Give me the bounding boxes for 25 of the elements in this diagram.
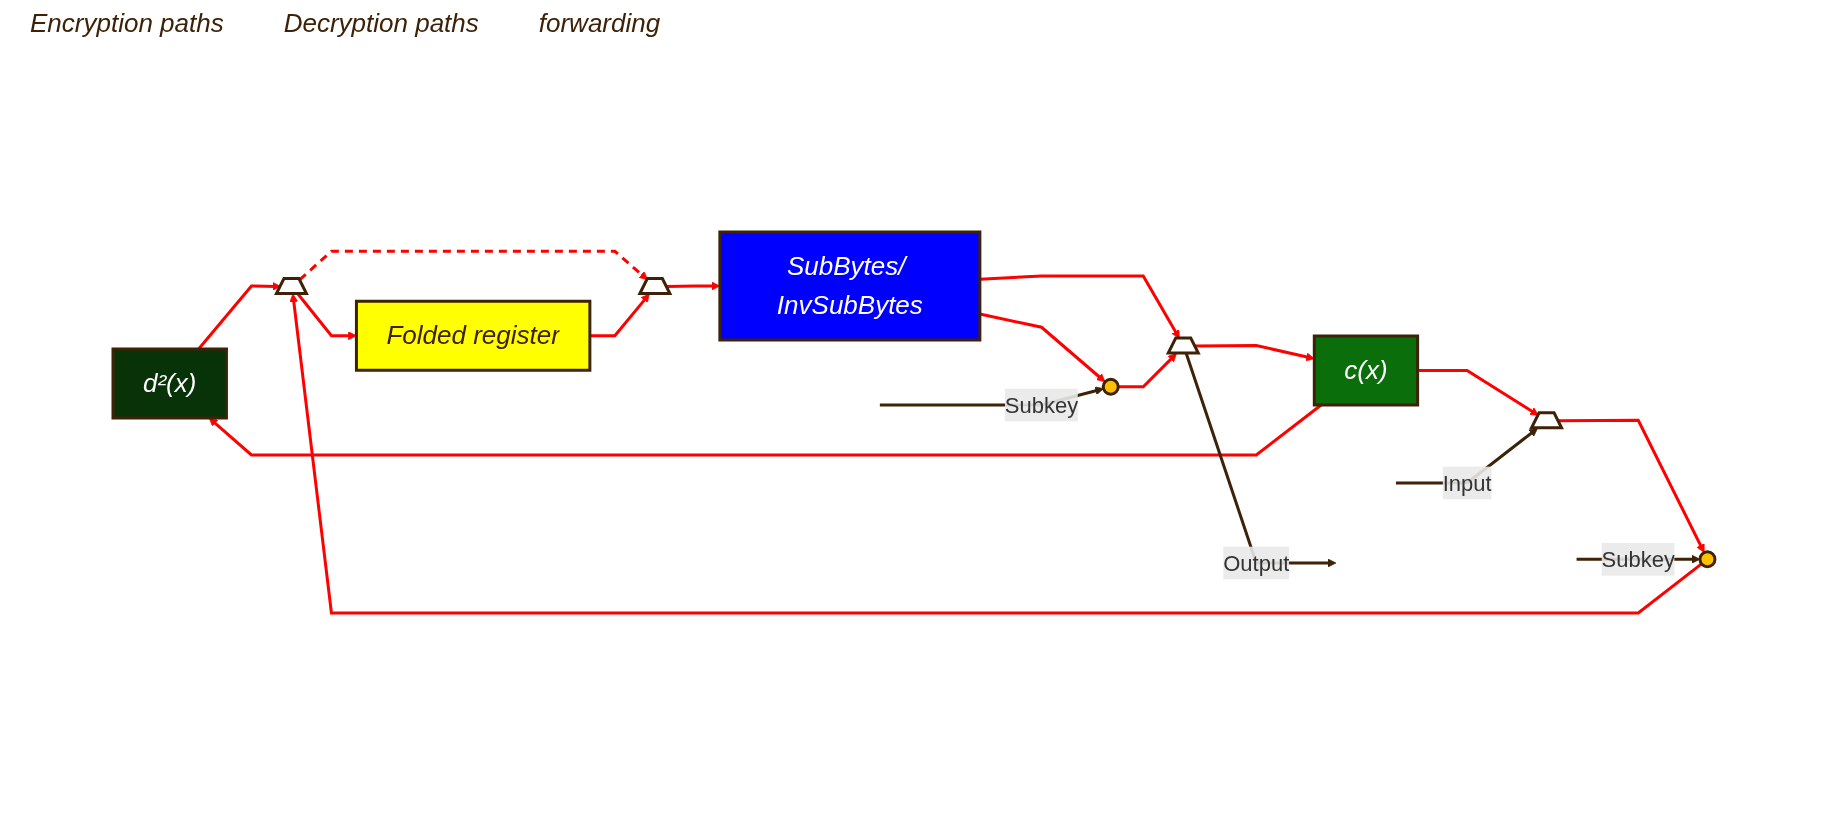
node-box: SubBytes/ InvSubBytes	[717, 230, 981, 341]
node-box: Folded register	[354, 299, 591, 372]
edge-label: Subkey	[1601, 546, 1675, 572]
arrow	[1117, 352, 1177, 388]
arrow	[1417, 368, 1539, 416]
arrow	[666, 281, 720, 290]
note-text: Decryption paths	[283, 8, 479, 39]
node-circle	[1697, 549, 1716, 568]
note-text: forwarding	[538, 8, 661, 39]
node-trapezoid	[1528, 410, 1564, 429]
arrow	[589, 293, 650, 337]
edge-label: Output	[1222, 550, 1289, 575]
arrow	[1557, 418, 1705, 553]
node-box: c(x)	[1312, 334, 1419, 406]
node-trapezoid	[273, 276, 309, 295]
arrow	[979, 312, 1105, 382]
node-circle	[1101, 377, 1120, 396]
note-text: Encryption paths	[30, 8, 224, 39]
node-box: d²(x)	[111, 347, 228, 419]
node-trapezoid	[1165, 336, 1201, 354]
node-trapezoid	[636, 276, 672, 295]
arrow	[979, 274, 1180, 339]
edge-label: Subkey	[1004, 392, 1078, 417]
edge-label: Input	[1442, 470, 1492, 495]
arrow	[298, 249, 648, 281]
